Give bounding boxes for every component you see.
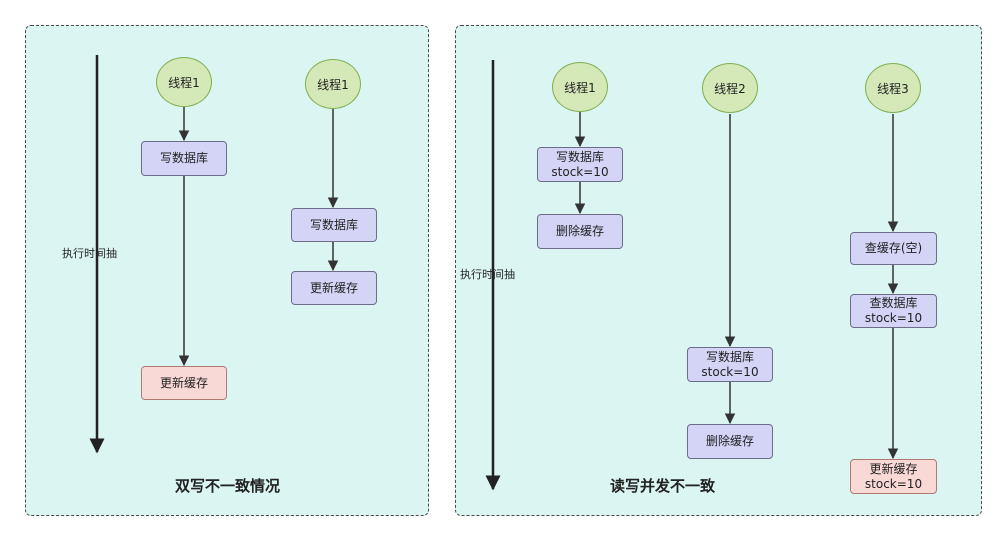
t2-delete-cache: 删除缓存 [687, 424, 773, 459]
left-thread-a-update-cache-label: 更新缓存 [159, 375, 208, 390]
t3-update-cache-line1: 更新缓存 [869, 461, 918, 476]
t2-write-db-line2: stock=10 [701, 364, 759, 379]
right-caption: 读写并发不一致 [610, 477, 716, 495]
left-thread-b-write-db-label: 写数据库 [309, 217, 358, 232]
t1-write-db: 写数据库 stock=10 [537, 147, 623, 182]
left-thread-b-update-cache-label: 更新缓存 [309, 280, 358, 295]
left-thread-b-node: 线程1 [305, 59, 361, 109]
t3-update-cache-line2: stock=10 [864, 476, 923, 491]
left-thread-a-write-db: 写数据库 [141, 141, 227, 176]
t1-delete-cache-label: 删除缓存 [555, 224, 604, 238]
right-thread3-node: 线程3 [865, 63, 921, 113]
t3-query-cache: 查缓存(空) [850, 232, 937, 265]
left-timeline-label: 执行时间抽 [62, 247, 117, 260]
left-thread-a-write-db-label: 写数据库 [159, 151, 208, 165]
t1-write-db-line2: stock=10 [551, 164, 609, 179]
left-panel [25, 25, 429, 516]
left-thread-b-write-db: 写数据库 [291, 208, 377, 242]
t2-delete-cache-label: 删除缓存 [705, 434, 754, 448]
t2-write-db: 写数据库 stock=10 [687, 347, 773, 382]
t1-write-db-line1: 写数据库 [555, 149, 604, 164]
left-thread-a-node: 线程1 [156, 57, 212, 107]
left-thread-a-update-cache: 更新缓存 [141, 366, 227, 400]
t3-query-db: 查数据库 stock=10 [850, 294, 937, 328]
right-timeline-label: 执行时间抽 [460, 268, 515, 281]
t1-delete-cache: 删除缓存 [537, 214, 623, 249]
t2-write-db-line1: 写数据库 [705, 349, 754, 364]
t3-query-db-line2: stock=10 [864, 311, 923, 325]
t3-query-cache-label: 查缓存(空) [864, 241, 923, 255]
left-thread-b-update-cache: 更新缓存 [291, 271, 377, 305]
left-caption: 双写不一致情况 [175, 477, 281, 495]
t3-query-db-line1: 查数据库 [869, 296, 918, 310]
right-thread2-node: 线程2 [702, 63, 758, 113]
right-thread1-node: 线程1 [552, 62, 608, 112]
t3-update-cache: 更新缓存 stock=10 [850, 459, 937, 494]
